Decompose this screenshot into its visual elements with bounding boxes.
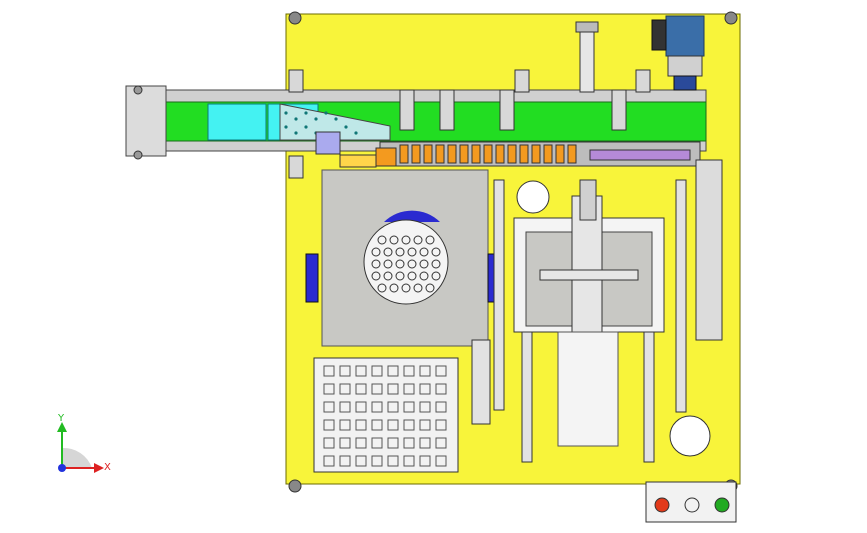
gripper-cylinder	[579, 179, 597, 221]
bracket-7	[499, 89, 515, 131]
tray-cavities	[371, 235, 441, 293]
conveyor-end-plate	[125, 85, 167, 157]
y-axis-arrow	[57, 422, 67, 432]
axis-triad: Y X	[57, 413, 111, 473]
pulley-top	[133, 85, 143, 95]
drive-motor	[651, 15, 705, 91]
slide-rail-left	[493, 179, 505, 411]
tray-cells	[323, 365, 447, 467]
table-tray	[363, 219, 449, 305]
cyan-block	[207, 103, 267, 141]
corner-foot-tl	[288, 11, 302, 25]
gripper-lower-plate	[557, 331, 619, 447]
slide-rail-center	[521, 329, 533, 463]
bracket-6	[439, 89, 455, 131]
vertical-slide	[471, 159, 723, 463]
dot-pattern	[284, 111, 358, 135]
disc-top	[516, 180, 550, 214]
bracket-1	[288, 69, 304, 93]
bracket-4	[288, 155, 304, 179]
violet-guide	[589, 149, 691, 161]
triad-arc	[62, 447, 92, 468]
start-button[interactable]	[684, 497, 700, 513]
bracket-8	[611, 89, 627, 131]
bracket-3	[635, 69, 651, 93]
cylinder-head	[575, 21, 599, 33]
corner-foot-bl	[288, 479, 302, 493]
rotary-table	[305, 169, 501, 347]
z-axis-dot	[58, 464, 66, 472]
yellow-block	[339, 154, 377, 168]
bracket-5	[399, 89, 415, 131]
discs	[516, 180, 711, 457]
chain-links	[399, 144, 577, 164]
orange-pusher	[375, 147, 397, 167]
motor-mount	[667, 55, 703, 77]
y-axis-label: Y	[57, 413, 65, 424]
vertical-cylinder	[575, 21, 599, 93]
disc-bottom	[669, 415, 711, 457]
pulley-bottom	[133, 150, 143, 160]
slide-rail-right	[643, 329, 655, 463]
feeder-chain	[339, 141, 701, 168]
slide-body	[471, 339, 491, 425]
conveyor-brackets	[288, 69, 651, 179]
gripper-arm	[539, 269, 639, 281]
slide-rail-far	[675, 179, 687, 413]
tray-body	[313, 357, 459, 473]
motor-coupling	[673, 75, 697, 91]
bracket-2	[514, 69, 530, 93]
output-tray	[313, 357, 459, 473]
motor-body	[665, 15, 705, 57]
emergency-stop-button[interactable]	[654, 497, 670, 513]
run-button[interactable]	[714, 497, 730, 513]
corner-foot-tr	[724, 11, 738, 25]
grey-clamp	[315, 131, 341, 155]
motor-cap	[651, 19, 667, 51]
slide-track-right	[695, 159, 723, 341]
clamp-left	[305, 253, 319, 303]
control-panel	[645, 481, 737, 523]
x-axis-label: X	[104, 462, 111, 473]
x-axis-arrow	[94, 463, 104, 473]
table-blue-arc	[384, 210, 440, 222]
gripper-station	[513, 179, 665, 447]
